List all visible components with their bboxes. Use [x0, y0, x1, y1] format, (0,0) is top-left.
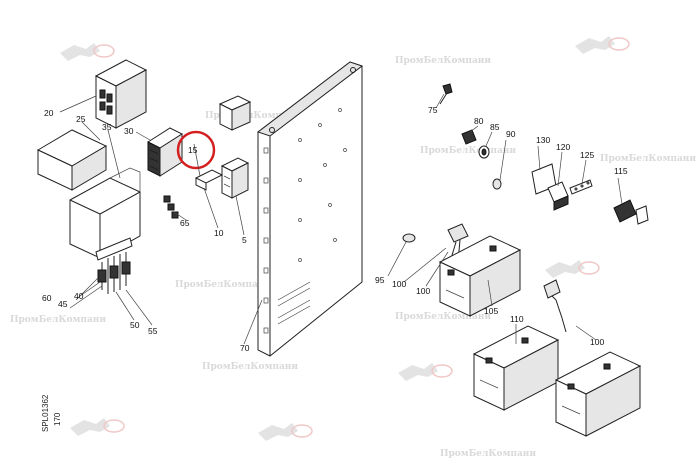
callout-5: 5: [242, 235, 247, 245]
terminal-block: [95, 237, 133, 294]
watermark-logo: [258, 423, 313, 441]
callout-85: 85: [490, 122, 500, 132]
watermark-text: ПромБелКомпани: [175, 280, 271, 290]
callout-35: 35: [102, 122, 112, 132]
watermark-logo: [398, 363, 453, 381]
callout-70: 70: [240, 343, 250, 353]
callout-100-a: 100: [392, 279, 406, 289]
battery-cable: [543, 279, 567, 333]
battery-110-left: [472, 325, 560, 411]
watermark-text: ПромБелКомпани: [395, 312, 491, 322]
leader-lines: [59, 93, 623, 345]
callout-120: 120: [556, 142, 570, 152]
callout-50: 50: [130, 320, 140, 330]
callout-110: 110: [510, 314, 524, 324]
watermark-text: ПромБелКомпани: [395, 56, 491, 66]
mounting-panel: [256, 61, 364, 357]
callout-95: 95: [375, 275, 385, 285]
watermark-logo: [575, 36, 630, 54]
cover-25: [36, 129, 108, 191]
watermark-text: ПромБелКомпани: [600, 154, 696, 164]
battery-105: [438, 235, 522, 317]
housing-module-20: [94, 59, 148, 129]
watermark-text: ПромБелКомпани: [420, 146, 516, 156]
callout-55: 55: [148, 326, 158, 336]
battery-110-right: [554, 351, 642, 437]
panel-mounting-holes: [263, 108, 347, 334]
callout-20: 20: [44, 108, 54, 118]
watermark-text: ПромБелКомпани: [205, 111, 301, 121]
callout-45: 45: [58, 299, 68, 309]
highlight-circle: [176, 130, 216, 170]
watermark-text: ПромБелКомпани: [10, 315, 106, 325]
callout-90: 90: [506, 129, 516, 139]
board-35: [69, 167, 141, 259]
relay-block-30: [146, 127, 184, 177]
callout-65: 65: [180, 218, 190, 228]
fuse-95: [402, 233, 416, 243]
callout-40: 40: [74, 291, 84, 301]
watermark-group: ПромБелКомпани ПромБелКомпани ПромБелКом…: [10, 36, 696, 459]
watermark-text: ПромБелКомпани: [202, 362, 298, 372]
module-120: [547, 181, 569, 211]
lamp-90: [492, 178, 502, 190]
callout-80: 80: [474, 116, 484, 126]
sheet-number: 170: [53, 412, 62, 426]
watermark-logo: [60, 43, 115, 61]
callout-115: 115: [614, 166, 628, 176]
connectors-65: [163, 195, 179, 219]
watermark-text: ПромБелКомпани: [440, 449, 536, 459]
drawing-code: SPL01362: [41, 394, 50, 432]
callout-15: 15: [188, 145, 198, 155]
watermark-logo: [70, 418, 125, 436]
panel-terminal-rows: [277, 281, 311, 325]
strip-125: [569, 179, 593, 195]
callout-60: 60: [42, 293, 52, 303]
callout-75: 75: [428, 105, 438, 115]
callout-100-b: 100: [416, 286, 430, 296]
callout-125: 125: [580, 150, 594, 160]
callout-30: 30: [124, 126, 134, 136]
callout-105: 105: [484, 306, 498, 316]
callout-10: 10: [214, 228, 224, 238]
relay-5: [220, 157, 250, 199]
indicator-85: [478, 145, 490, 159]
callout-130: 130: [536, 135, 550, 145]
sensor-75: [439, 83, 453, 105]
callout-labels: 20 25 35 30 15 65 10 5 60 45 40 50 55 70…: [42, 105, 628, 353]
junction-box: [218, 95, 252, 131]
drawing-code-block: SPL01362 170: [41, 394, 62, 432]
switch-80: [461, 129, 477, 145]
callout-25: 25: [76, 114, 86, 124]
callout-100-c: 100: [590, 337, 604, 347]
switch-115: [613, 199, 649, 225]
watermark-logo: [545, 260, 600, 278]
bracket-15: [194, 169, 224, 191]
